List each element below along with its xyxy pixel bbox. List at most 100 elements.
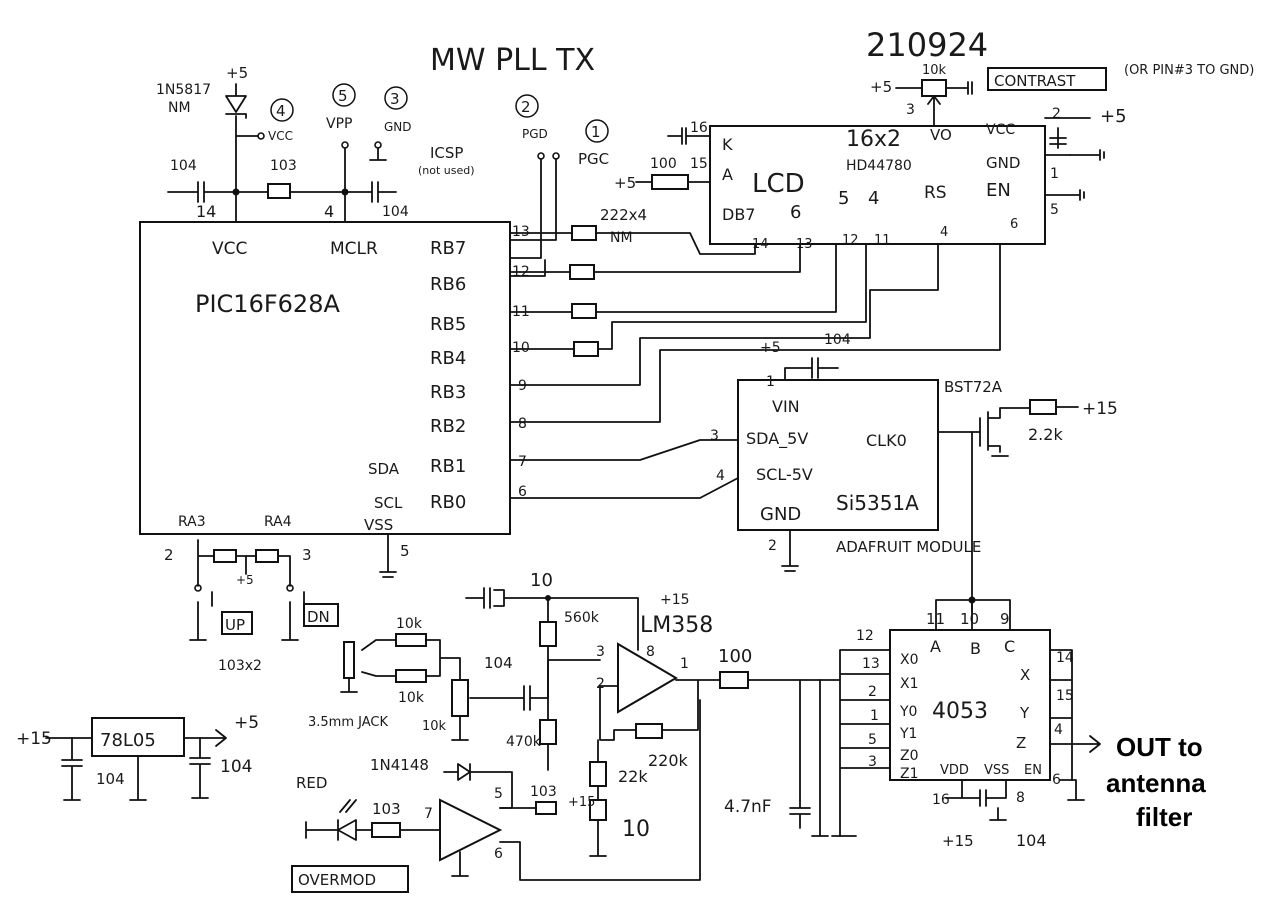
mix-resistor-2 xyxy=(395,669,427,683)
mux-name: 4053 xyxy=(932,699,988,724)
si5351-body xyxy=(737,379,939,531)
si5351-label: ADAFRUIT MODULE xyxy=(836,538,981,556)
mux-pinnum-vdd: 16 xyxy=(932,792,950,808)
mcu-pin-vcc: VCC xyxy=(212,239,247,259)
gain-resistor xyxy=(589,761,607,787)
mux-pinnum-c: 9 xyxy=(1000,610,1010,628)
power-input-section: +5 1N5817 NM 104 103 104 xyxy=(156,64,409,223)
bias-resistor-bottom xyxy=(539,719,557,745)
button-dn-symbol[interactable] xyxy=(281,591,305,641)
button-up-terminal xyxy=(194,584,202,592)
opamp-lm358-a xyxy=(617,642,678,714)
mix-resistor-1 xyxy=(395,633,427,647)
icsp-gnd-symbol xyxy=(369,147,387,161)
lcd-pin-6: 6 xyxy=(790,202,801,223)
pinnum-ra4: 3 xyxy=(302,546,312,564)
icsp-num-4: 4 xyxy=(276,102,286,120)
icsp-vcc-pin xyxy=(257,132,265,140)
mux-section: 4053 A B C X0 X1 Y0 Y1 Z0 Z1 X Y Z VDD V… xyxy=(799,599,1101,850)
lcd-name: LCD xyxy=(752,169,805,199)
lcd-pinnum-vo: 3 xyxy=(906,102,915,118)
gain-cap-gnd xyxy=(589,819,607,857)
lcd-pin-vo: VO xyxy=(930,126,952,144)
icsp-circle-4 xyxy=(270,98,294,122)
pic-mcu: PIC16F628A VCC MCLR RB7 RB6 RB5 RB4 RB3 … xyxy=(139,202,530,564)
diode-nm-label: NM xyxy=(168,100,191,116)
mux-vdd-cap xyxy=(945,779,1007,807)
mcu-pin-rb3: RB3 xyxy=(430,382,466,403)
icsp-header: 4 VCC 5 VPP 3 GND 2 PGD 1 PGC ICSP (not … xyxy=(268,83,609,259)
volume-pot-label: 10k xyxy=(422,719,447,734)
icsp-num-2: 2 xyxy=(521,98,531,116)
gain-cap-label: 10 xyxy=(622,817,650,842)
comp-inn-wire xyxy=(499,699,701,881)
lcd-pin-gnd: GND xyxy=(986,154,1020,172)
mux-pin-x: X xyxy=(1020,666,1030,684)
audio-jack-leads xyxy=(361,639,397,677)
mcu-vss-gnd xyxy=(379,533,397,578)
button-up-label-box[interactable] xyxy=(221,611,253,635)
lcd-pinnum-rs: 4 xyxy=(940,225,948,240)
mux-pin-vdd: VDD xyxy=(940,763,969,778)
series-resistor-2 xyxy=(569,264,595,280)
mux-pin-a: A xyxy=(930,637,941,656)
mux-pin-y0: Y0 xyxy=(899,704,917,720)
mcu-pin-vss: VSS xyxy=(364,516,393,534)
contrast-gnd xyxy=(945,81,973,95)
si5351-clk0: CLK0 xyxy=(866,431,907,450)
button-up-label: UP xyxy=(225,616,245,634)
comp-gnd-symbol xyxy=(451,851,469,877)
icsp-name-vpp: VPP xyxy=(326,116,352,132)
button-section: +5 UP DN 103x2 xyxy=(189,533,397,674)
si5351-decoupling-label: 104 xyxy=(824,332,851,348)
lcd-type: 16x2 xyxy=(846,127,901,152)
overmod-supply: +15 xyxy=(568,795,595,810)
lcd-vcc-supply: +5 xyxy=(1100,106,1127,127)
si5351-pinnum-scl: 4 xyxy=(716,468,725,484)
regulator-cap-out-label: 104 xyxy=(220,757,252,777)
mux-pinnum-vss: 8 xyxy=(1016,790,1025,806)
overmod-label: OVERMOD xyxy=(298,871,376,889)
icsp-circle-2 xyxy=(515,94,539,118)
series-resistors-label: 222x4 xyxy=(600,206,647,224)
mux-select-wire xyxy=(935,599,1011,631)
contrast-pot-label: 10k xyxy=(922,63,947,78)
pinnum-vcc: 14 xyxy=(196,202,216,221)
bus-rb7-db7 xyxy=(509,232,756,255)
lcd-pinnum-en: 6 xyxy=(1010,217,1018,232)
lcd-controller: HD44780 xyxy=(846,158,912,174)
diode-1n5817-label: 1N5817 xyxy=(156,82,211,98)
input-cap-label: 10 xyxy=(530,570,553,591)
overmod-label-box xyxy=(291,865,409,893)
pinnum-rb2: 8 xyxy=(518,416,527,432)
pinnum-mclr: 4 xyxy=(324,202,334,221)
bias-resistor-bottom-label: 470k xyxy=(506,734,542,750)
series-resistor-3 xyxy=(571,303,597,319)
button-pullup-2 xyxy=(255,549,279,563)
bus-rb2-en xyxy=(509,243,1001,423)
mosfet-supply: +15 xyxy=(1082,399,1118,419)
mux-output-wires xyxy=(1049,649,1101,781)
mosfet-drain-resistor xyxy=(1029,399,1057,415)
supply-plus5-top: +5 xyxy=(226,64,248,82)
cap-104-left xyxy=(167,181,237,203)
lcd-pin-a: A xyxy=(722,165,733,184)
lcd-contrast-supply: +5 xyxy=(870,78,892,96)
si5351-sda: SDA_5V xyxy=(746,429,808,449)
icsp-gnd-pin xyxy=(374,141,382,149)
mcu-pin-rb6: RB6 xyxy=(430,274,466,295)
mosfet-symbol xyxy=(979,407,1031,457)
coupling-cap-label: 104 xyxy=(484,654,513,672)
lcd-pin-en: EN xyxy=(986,180,1011,201)
lcd-pinnum-db6: 13 xyxy=(796,237,813,252)
audio-jack-symbol[interactable] xyxy=(343,641,355,679)
cap-104-mclr-label: 104 xyxy=(382,204,409,220)
lcd-pinnum-k: 16 xyxy=(690,120,708,136)
pinnum-ra3: 2 xyxy=(164,546,174,564)
button-dn-label-box[interactable] xyxy=(303,603,339,627)
output-label-line2: antenna xyxy=(1106,768,1206,798)
si5351-pinnum-gnd: 2 xyxy=(768,538,777,554)
lcd-pin-4: 4 xyxy=(868,188,879,209)
lcd-backlight-resistor-label: 100 xyxy=(650,156,677,172)
button-up-symbol[interactable] xyxy=(189,591,213,641)
